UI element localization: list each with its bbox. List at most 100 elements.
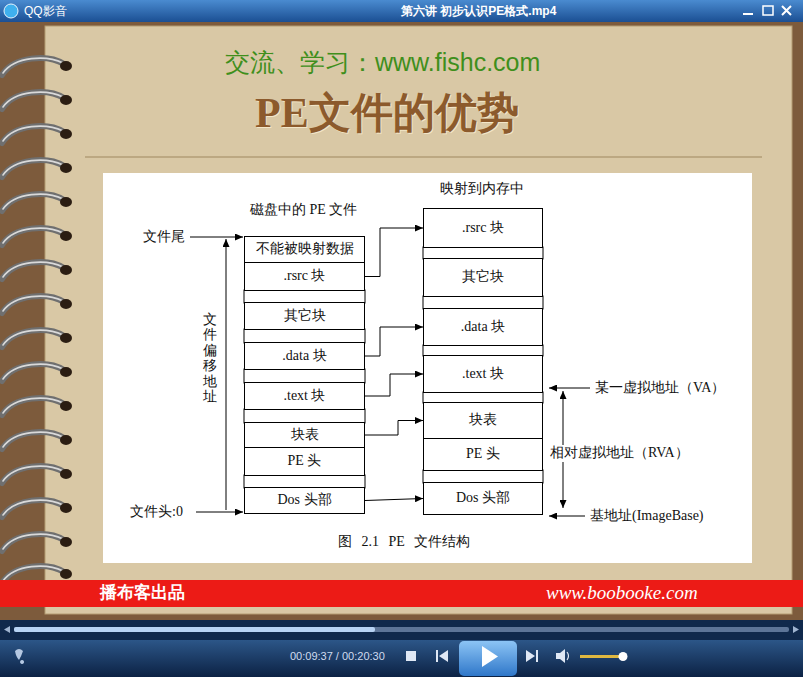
blank-section [244, 369, 365, 383]
spiral-ring [2, 534, 72, 551]
app-icon [4, 4, 18, 18]
footprint-icon [15, 649, 24, 664]
spiral-ring [2, 194, 72, 211]
progress-strip [0, 620, 803, 640]
file-end-arrow [190, 237, 243, 238]
mapping-arrow [365, 499, 423, 501]
spiral-ring [2, 398, 72, 415]
mapping-arrow [365, 327, 423, 356]
section-box: Dos 头部 [423, 482, 543, 515]
spiral-ring [2, 500, 72, 517]
address-label: 基地址(ImageBase) [590, 508, 704, 525]
spiral-ring [2, 92, 72, 109]
section-box: Dos 头部 [244, 487, 365, 514]
section-box: .rsrc 块 [244, 262, 365, 291]
playback-time: 00:09:37 / 00:20:30 [290, 650, 385, 663]
mapping-arrow [365, 374, 423, 396]
close-button [782, 6, 791, 15]
play-icon [482, 646, 498, 667]
paper-sheet [45, 26, 792, 614]
blank-section [244, 409, 365, 423]
section-name: 其它块 [284, 308, 326, 325]
window-title: 第六讲 初步认识PE格式.mp4 [401, 4, 556, 18]
axis-label: 文件尾 [143, 229, 185, 246]
figure-caption: 图 2.1 PE 文件结构 [338, 534, 470, 551]
section-name: Dos 头部 [456, 490, 510, 507]
previous-button [436, 650, 448, 662]
section-name: .data 块 [282, 348, 326, 365]
section-name: .text 块 [284, 388, 326, 405]
section-box: 其它块 [244, 302, 365, 330]
spiral-ring [2, 364, 72, 381]
section-box: PE 头 [423, 438, 543, 471]
progress-track [14, 627, 789, 632]
axis-label: 文件偏移地址 [203, 312, 217, 404]
red-banner [0, 580, 803, 607]
spiral-ring [2, 228, 72, 245]
play-button [459, 641, 517, 676]
section-name: PE 头 [466, 446, 500, 463]
volume-knob [619, 652, 628, 661]
section-name: Dos 头部 [277, 492, 331, 509]
volume-slider [580, 655, 624, 658]
address-label: 某一虚拟地址（VA） [595, 380, 725, 397]
spiral-ring [2, 296, 72, 313]
section-name: 其它块 [462, 269, 504, 286]
section-box: 其它块 [423, 258, 543, 297]
title-rule [85, 156, 762, 157]
section-name: 不能被映射数据 [256, 241, 354, 258]
column-heading: 磁盘中的 PE 文件 [250, 202, 357, 219]
slide-title: PE文件的优势 [255, 88, 519, 138]
spiral-ring [2, 126, 72, 143]
figure-panel [103, 173, 752, 563]
spiral-ring [2, 160, 72, 177]
minimize-button [743, 13, 753, 15]
axis-label: 文件头:0 [130, 504, 183, 521]
blank-section [244, 329, 365, 343]
volume-icon [556, 649, 565, 663]
section-box: 不能被映射数据 [244, 236, 365, 263]
imagebase-arrow [549, 516, 585, 517]
section-box: 块表 [244, 422, 365, 448]
section-name: .rsrc 块 [284, 268, 326, 285]
next-button [526, 650, 538, 662]
section-name: .rsrc 块 [462, 220, 504, 237]
mapping-arrow [365, 228, 423, 277]
column-heading: 映射到内存中 [440, 181, 524, 198]
section-box: .rsrc 块 [423, 208, 543, 248]
section-name: .data 块 [461, 319, 505, 336]
section-box: 块表 [423, 402, 543, 439]
title-bar [0, 0, 803, 22]
maximize-button [763, 6, 773, 15]
section-box: .data 块 [244, 342, 365, 370]
seek-back-icon [4, 626, 10, 633]
va-arrow [549, 388, 590, 389]
section-name: 块表 [291, 427, 319, 444]
progress-fill [14, 627, 375, 632]
spiral-ring [2, 262, 72, 279]
address-label: 相对虚拟地址（RVA） [548, 445, 691, 462]
stop-button [406, 651, 416, 661]
mapping-arrow [365, 421, 423, 436]
file-start-arrow [196, 512, 243, 513]
control-bar [0, 640, 803, 677]
spiral-ring [2, 432, 72, 449]
offset-axis [226, 239, 227, 510]
seek-forward-icon [793, 626, 799, 633]
section-box: .data 块 [423, 308, 543, 346]
wood-frame [0, 22, 803, 620]
spiral-ring [2, 330, 72, 347]
publisher-credit: 播布客出品 [100, 583, 185, 603]
volume-wave [567, 652, 569, 660]
section-name: 块表 [469, 412, 497, 429]
spiral-ring [2, 466, 72, 483]
section-box: PE 头 [244, 447, 365, 476]
spiral-ring [2, 58, 72, 75]
section-box: .text 块 [423, 355, 543, 393]
site-banner: 交流、学习：www.fishc.com [225, 47, 540, 77]
section-name: PE 头 [288, 453, 322, 470]
section-box: .text 块 [244, 382, 365, 410]
section-name: .text 块 [462, 366, 504, 383]
app-name: QQ影音 [24, 4, 67, 18]
